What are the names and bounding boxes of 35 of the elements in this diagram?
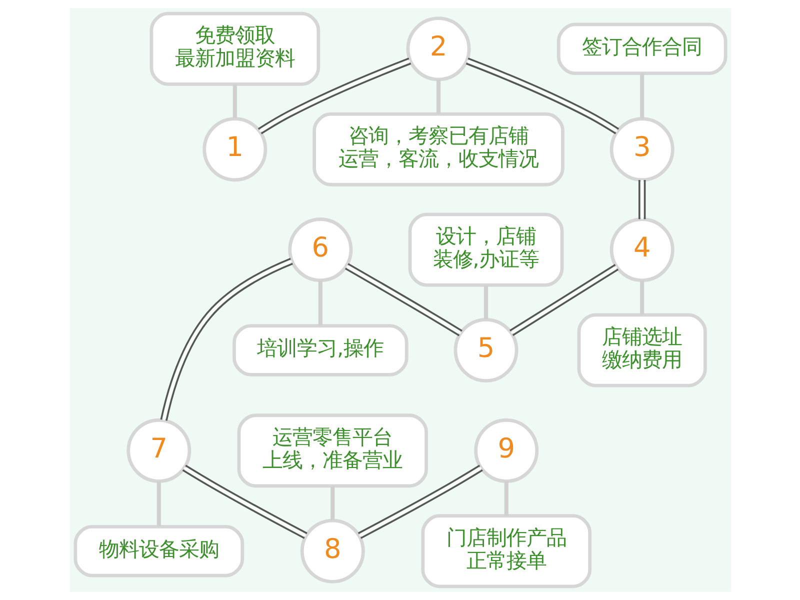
connector — [640, 280, 644, 315]
node-box: 设计，店铺装修,办证等 — [408, 212, 564, 287]
node-box: 培训学习,操作 — [232, 324, 408, 376]
node-circle: 1 — [202, 117, 267, 182]
node-circle: 9 — [474, 418, 538, 483]
connector — [638, 180, 646, 220]
connector — [232, 84, 236, 118]
connector — [160, 258, 292, 421]
node-circle: 5 — [453, 318, 518, 382]
node-box: 签订合作合同 — [556, 22, 727, 76]
node-circle: 7 — [126, 418, 191, 483]
connector — [509, 264, 618, 336]
connector — [504, 481, 508, 516]
node-box: 物料设备采购 — [73, 524, 244, 578]
connector — [330, 486, 334, 520]
node-box: 门店制作产品正常接单 — [420, 514, 592, 588]
node-circle: 3 — [609, 117, 674, 182]
connector — [318, 280, 322, 326]
node-circle: 4 — [609, 218, 674, 282]
connector — [344, 263, 462, 336]
node-circle: 6 — [288, 218, 352, 282]
node-box: 咨询，考察已有店铺运营，客流，收支情况 — [312, 112, 564, 186]
node-box: 店铺选址缴纳费用 — [576, 313, 706, 388]
connector — [640, 73, 644, 119]
connector — [357, 464, 482, 539]
node-circle: 8 — [300, 518, 364, 584]
node-box: 免费领取最新加盟资料 — [149, 12, 320, 86]
node-circle: 2 — [406, 16, 470, 82]
connector — [257, 58, 411, 134]
connector — [465, 58, 619, 134]
connector — [436, 80, 440, 114]
connector — [182, 464, 307, 539]
node-box: 运营零售平台上线，准备营业 — [236, 414, 428, 488]
connector — [156, 481, 160, 526]
connector — [483, 285, 488, 320]
